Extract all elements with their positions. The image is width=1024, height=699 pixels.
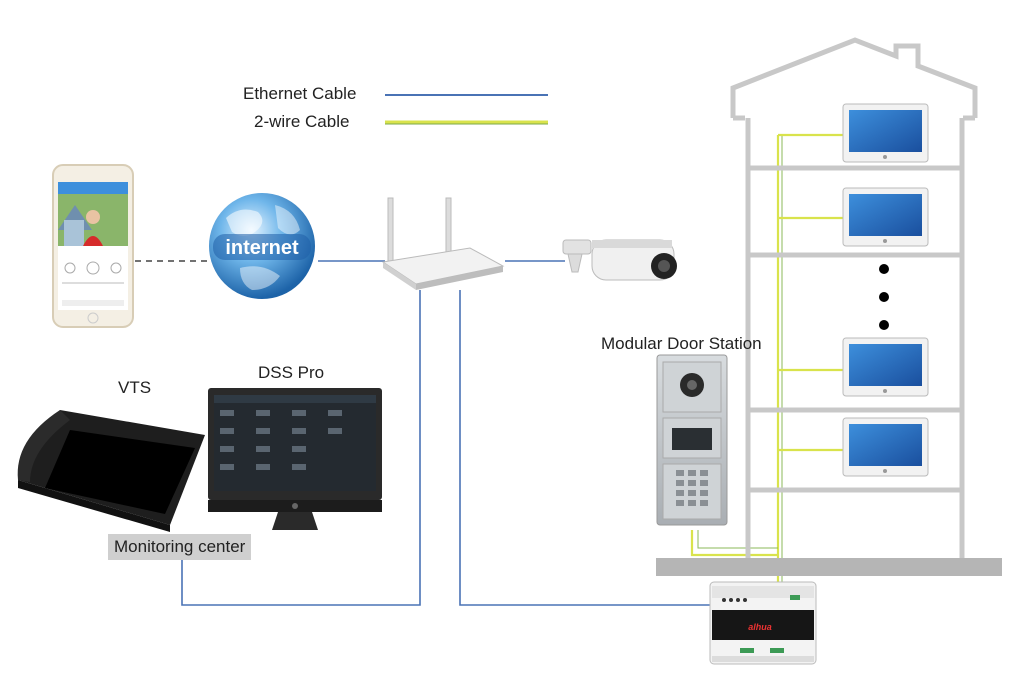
building xyxy=(730,37,978,558)
two-wire-cables xyxy=(690,133,843,590)
modular-door-station xyxy=(656,354,728,526)
internet-label: internet xyxy=(225,237,299,259)
indoor-monitor-4 xyxy=(842,417,929,477)
legend-two-wire-label: 2-wire Cable xyxy=(254,112,350,131)
door-station-label: Modular Door Station xyxy=(601,334,762,353)
two-wire-switch: alhua xyxy=(709,581,817,665)
dss-pro-workstation xyxy=(208,388,382,530)
bullet-camera-icon xyxy=(562,239,677,281)
smartphone-app xyxy=(52,164,134,328)
indoor-monitor-3 xyxy=(842,337,929,397)
monitoring-center-label: Monitoring center xyxy=(108,534,252,560)
router-icon xyxy=(381,197,505,290)
ethernet-cables xyxy=(181,260,712,606)
indoor-monitor-1 xyxy=(842,103,929,163)
internet-globe-icon: internet xyxy=(209,193,315,299)
vts-label: VTS xyxy=(118,378,152,397)
dss-pro-label: DSS Pro xyxy=(258,363,325,382)
switch-brand-label: alhua xyxy=(748,622,772,632)
indoor-monitor-2 xyxy=(842,187,929,247)
legend-ethernet-label: Ethernet Cable xyxy=(243,84,357,103)
vts-master-station xyxy=(17,410,205,532)
ellipsis-dots xyxy=(879,264,889,330)
ground xyxy=(656,558,1002,576)
